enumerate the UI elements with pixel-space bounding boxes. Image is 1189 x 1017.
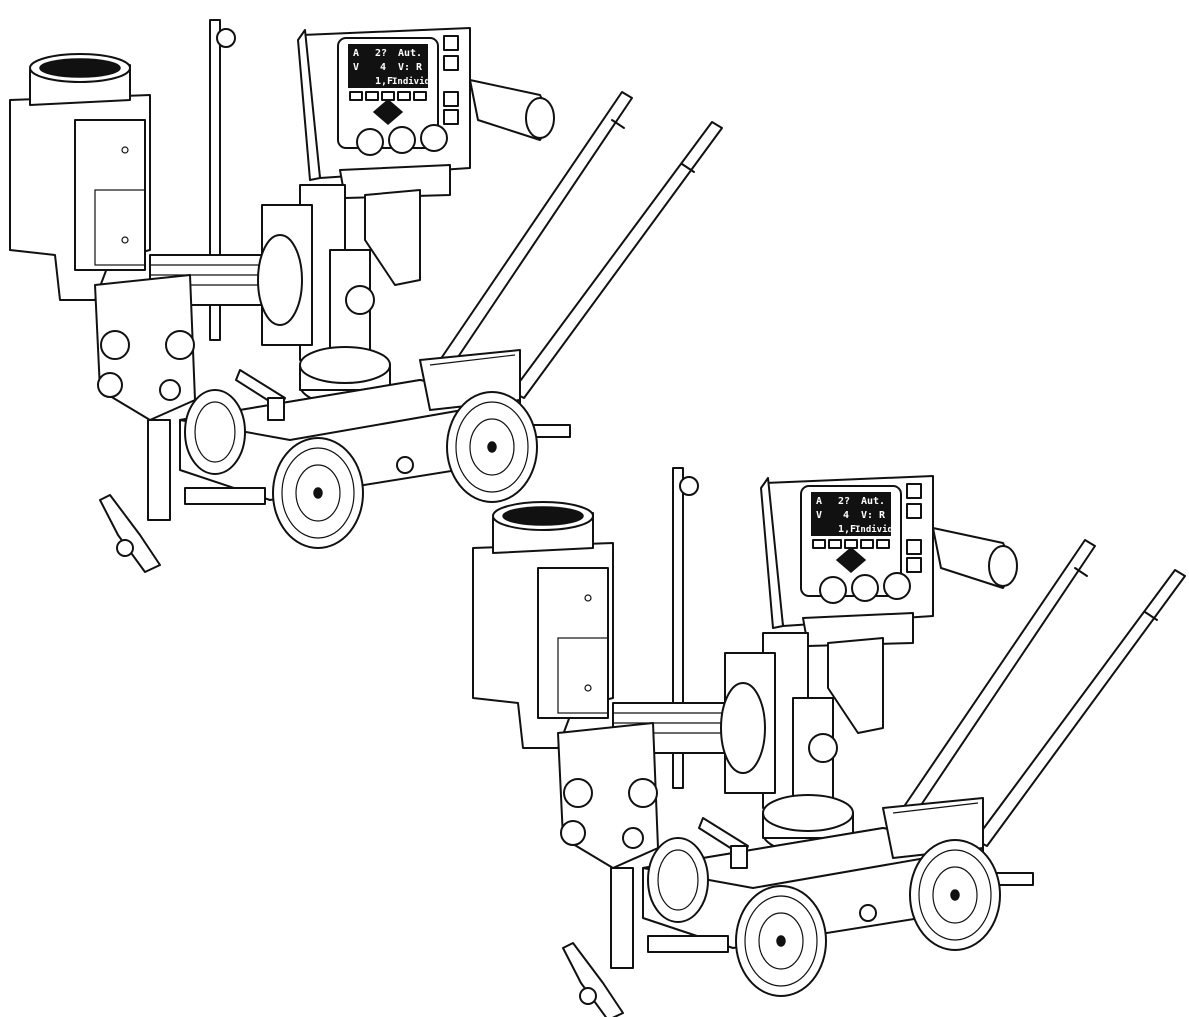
display-1-row2-a: V: [353, 62, 359, 73]
welding-tractor-1: A 2? Aut. V 4 V: R 1,F Individu: [9, 19, 723, 573]
display-2-row3-c: Individu: [855, 524, 898, 535]
display-1-row1-a: A: [353, 48, 359, 59]
display-2-row2-c: V: R: [861, 510, 886, 521]
display-2-row3-b: 1,F: [838, 524, 856, 535]
display-1-row1-b: 2?: [375, 48, 387, 59]
display-1: A 2? Aut. V 4 V: R 1,F Individu: [353, 48, 435, 87]
display-2-row2-b: 4: [843, 510, 849, 521]
display-2-row1-a: A: [816, 496, 822, 507]
display-2-row2-a: V: [816, 510, 822, 521]
display-2-row1-b: 2?: [838, 496, 850, 507]
display-1-row3-c: Individu: [392, 76, 435, 87]
display-1-row2-b: 4: [380, 62, 386, 73]
display-1-row1-c: Aut.: [398, 48, 422, 59]
display-1-row2-c: V: R: [398, 62, 423, 73]
display-1-row3-b: 1,F: [375, 76, 393, 87]
display-2-row1-c: Aut.: [861, 496, 885, 507]
welding-tractor-2: A 2? Aut. V 4 V: R 1,F Individu: [472, 467, 1186, 1017]
display-2: A 2? Aut. V 4 V: R 1,F Individu: [816, 496, 898, 535]
